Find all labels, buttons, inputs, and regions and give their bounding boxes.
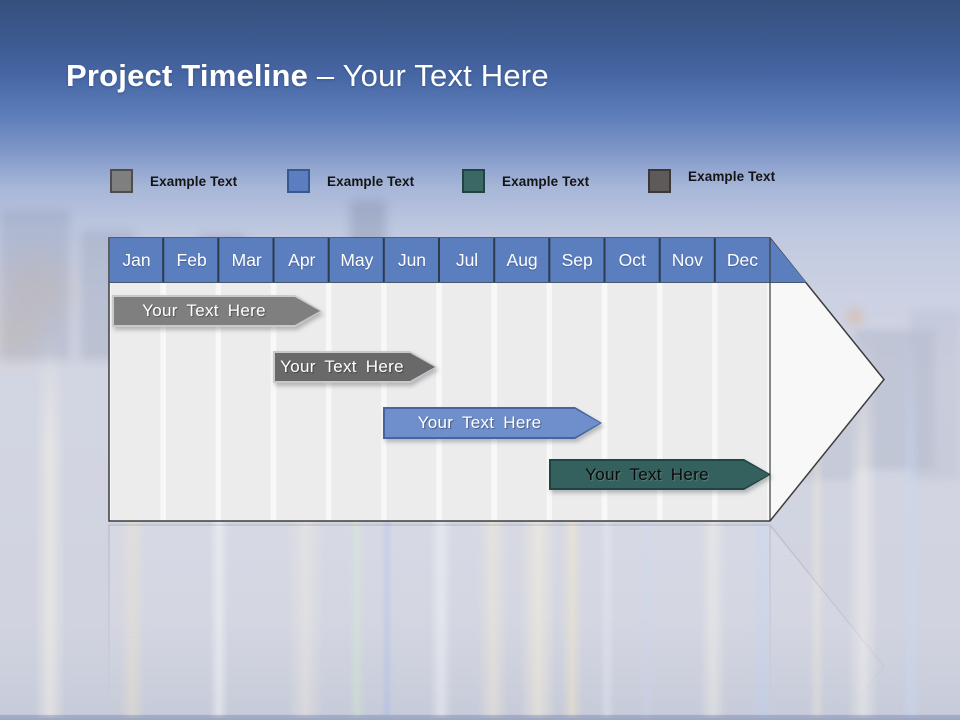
title-regular: – Your Text Here bbox=[308, 58, 549, 93]
legend-swatch-gray bbox=[110, 169, 133, 193]
month-header-row: Jan Feb Mar Apr May Jun Jul Aug Sep Oct … bbox=[109, 238, 770, 282]
month-cell-oct: Oct bbox=[618, 249, 646, 270]
month-cell-nov: Nov bbox=[671, 249, 703, 270]
bar-label: Your Text Here bbox=[142, 301, 266, 320]
month-cell-mar: Mar bbox=[231, 249, 262, 270]
timeline-bar-1-outline: Your Text Here bbox=[112, 295, 322, 327]
timeline-arrow: Jan Feb Mar Apr May Jun Jul Aug Sep Oct … bbox=[108, 237, 885, 522]
legend-item-1: Example Text bbox=[110, 169, 237, 193]
slide-title: Project Timeline – Your Text Here bbox=[66, 58, 549, 94]
legend-swatch-teal bbox=[462, 169, 485, 193]
timeline-bar-2-fill: Your Text Here bbox=[275, 353, 435, 381]
legend-item-2: Example Text bbox=[287, 169, 414, 193]
month-cell-jun: Jun bbox=[397, 249, 427, 270]
month-cell-aug: Aug bbox=[506, 249, 538, 270]
bottom-edge bbox=[0, 715, 960, 720]
timeline-bar-2: Your Text Here bbox=[273, 351, 437, 383]
month-cell-jul: Jul bbox=[455, 249, 479, 270]
timeline-bar-4-fill: Your Text Here bbox=[551, 461, 769, 488]
month-cell-may: May bbox=[340, 249, 374, 270]
legend-swatch-blue bbox=[287, 169, 310, 193]
timeline-bar-3-outline: Your Text Here bbox=[383, 407, 602, 439]
timeline-bar-3: Your Text Here bbox=[383, 407, 602, 439]
timeline-bar-3-fill: Your Text Here bbox=[385, 409, 600, 437]
timeline-bar-4-outline: Your Text Here bbox=[549, 459, 771, 490]
legend-label: Example Text bbox=[150, 173, 238, 189]
timeline-bar-4: Your Text Here bbox=[549, 459, 771, 490]
month-cell-dec: Dec bbox=[726, 249, 758, 270]
legend-label: Example Text bbox=[502, 173, 590, 189]
timeline-bar-1: Your Text Here bbox=[112, 295, 322, 327]
bar-label: Your Text Here bbox=[417, 413, 542, 432]
arrow-reflection bbox=[108, 524, 885, 720]
legend-swatch-darkgray bbox=[648, 169, 671, 193]
legend-item-3: Example Text bbox=[462, 169, 589, 193]
timeline-bar-2-outline: Your Text Here bbox=[273, 351, 437, 383]
month-cell-apr: Apr bbox=[288, 249, 316, 270]
legend-label: Example Text bbox=[688, 168, 776, 184]
month-cell-sep: Sep bbox=[561, 249, 593, 270]
bar-label: Your Text Here bbox=[585, 464, 709, 484]
timeline-bar-1-fill: Your Text Here bbox=[114, 297, 320, 325]
month-cell-feb: Feb bbox=[176, 249, 207, 270]
arrow-reflection-shape bbox=[108, 524, 885, 720]
legend-item-4: Example Text bbox=[648, 169, 775, 193]
legend-label: Example Text bbox=[327, 173, 415, 189]
bar-label: Your Text Here bbox=[280, 357, 404, 376]
title-bold: Project Timeline bbox=[66, 58, 309, 93]
month-cell-jan: Jan bbox=[122, 249, 151, 270]
